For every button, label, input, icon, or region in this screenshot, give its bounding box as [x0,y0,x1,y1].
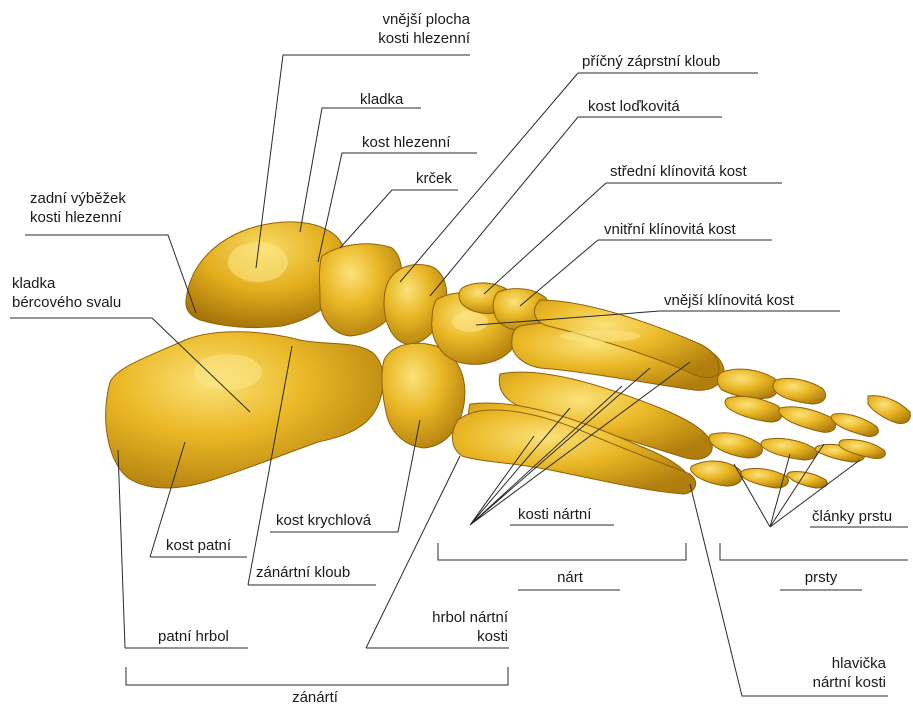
label-transverse-tarsal-joint: příčný záprstní kloub [582,52,720,71]
label-cuboid: kost krychlová [276,511,371,530]
bracket-tarsus [126,667,508,685]
label-calcaneal-tuber: patní hrbol [158,627,229,646]
phalanx-1a [718,369,779,398]
phalanx-4c [787,471,827,488]
label-medial-cuneiform: vnitřní klínovitá kost [604,220,736,239]
phalanx-2b [779,407,836,433]
label-toes: prsty [780,568,862,587]
bracket-toes [720,543,908,560]
leader-neck [340,190,458,248]
label-subtalar-joint: zánártní kloub [256,563,350,582]
label-outer-surface: vnější plocha kosti hlezenní [340,10,470,48]
label-phalanges: články prstu [812,507,892,526]
label-metatarsal-head: hlavička nártní kosti [760,654,886,692]
label-lateral-cuneiform: vnější klínovitá kost [664,291,794,310]
label-posterior-process: zadní výběžek kosti hlezenní [30,189,126,227]
label-metatarsals: kosti nártní [518,505,591,524]
label-tarsus: zánártí [260,688,370,707]
phalanx-2c [831,414,878,437]
label-neck: krček [416,169,452,188]
label-trochlea: kladka [360,90,403,109]
phalanx-3a [709,433,762,458]
label-tendon-trochlea: kladka bércového svalu [12,274,121,312]
label-calcaneus: kost patní [166,536,231,555]
metatarsal-highlight [560,330,640,342]
label-talus: kost hlezenní [362,133,450,152]
calcaneus-highlight [194,354,262,390]
label-metatarsus: nárt [520,568,620,587]
label-metatarsal-tuberosity: hrbol nártní kosti [380,608,508,646]
leader-navicular [430,117,722,296]
toe-tips [868,396,910,424]
label-navicular: kost loďkovitá [588,97,680,116]
leader-trochlea [300,108,421,232]
phalanx-1b [773,378,826,404]
phalanx-2a [725,396,782,422]
bracket-metatarsus [438,543,686,560]
label-intermediate-cuneiform: střední klínovitá kost [610,162,747,181]
calcaneus-bone [106,332,384,488]
cuneiform-highlight [452,312,488,332]
talus-highlight [228,242,288,282]
